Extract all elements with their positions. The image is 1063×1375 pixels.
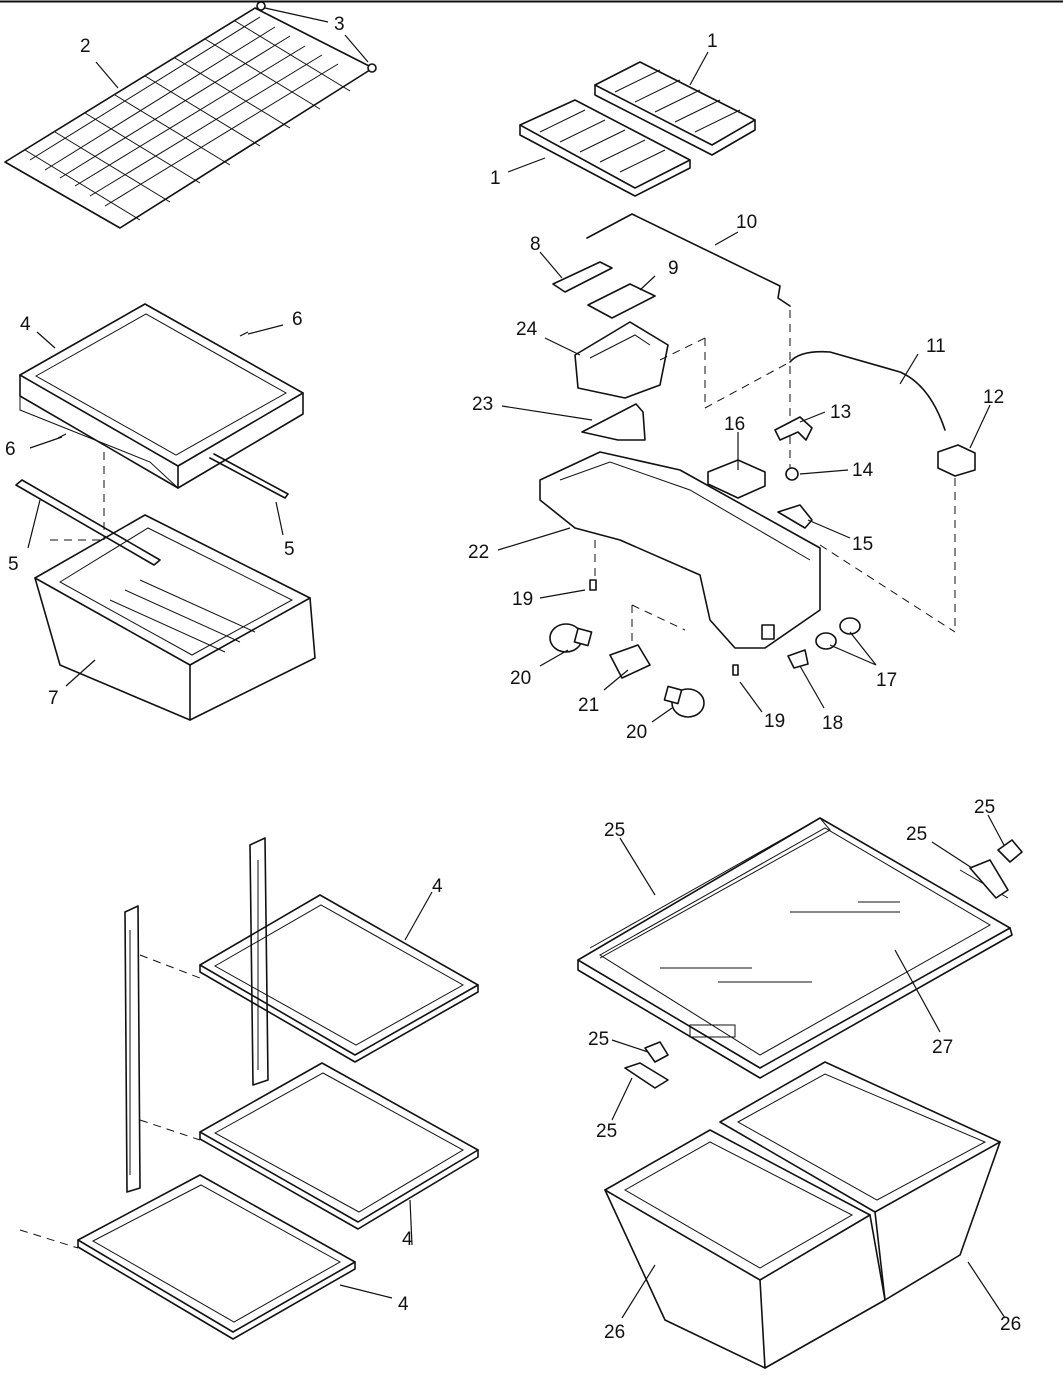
crisper-cover	[577, 817, 1013, 1079]
callout-10: 10	[736, 212, 757, 233]
callout-18: 18	[822, 713, 843, 734]
callout-13: 13	[830, 402, 851, 423]
shelf-standard	[19, 837, 269, 1249]
ice-tray	[519, 61, 756, 197]
callout-5: 5	[8, 554, 19, 575]
lamp-socket	[609, 604, 686, 679]
callout-labels: 1 1 2 3 4 4 4 4 5 5 6 6 7 8 9 10 11 12 1…	[5, 14, 1021, 1343]
callout-12: 12	[983, 387, 1004, 408]
bracket	[552, 261, 613, 293]
shelf-stud	[256, 1, 377, 73]
screw	[589, 579, 739, 676]
connector	[785, 467, 799, 481]
cover-support	[624, 839, 1023, 1089]
callout-1: 1	[707, 31, 718, 52]
socket	[815, 617, 861, 650]
glass-shelf-lower	[77, 894, 479, 1340]
light-bulb	[549, 623, 705, 718]
wire-shelf	[4, 7, 374, 229]
light-housing	[539, 451, 821, 649]
leader-lines	[27, 7, 1006, 1319]
crisper-drawer-upper	[34, 514, 316, 721]
callout-26: 26	[1000, 1314, 1021, 1335]
callout-19: 19	[764, 711, 785, 732]
callout-4: 4	[432, 876, 443, 897]
glass-shelf-upper	[19, 303, 304, 489]
callout-4: 4	[20, 314, 31, 335]
callout-16: 16	[724, 414, 745, 435]
callout-25: 25	[588, 1029, 609, 1050]
callout-17: 17	[876, 670, 897, 691]
callout-23: 23	[472, 394, 493, 415]
callout-21: 21	[578, 695, 599, 716]
clip	[774, 416, 813, 441]
callout-24: 24	[516, 319, 538, 340]
callout-22: 22	[468, 542, 489, 563]
shelf-slide-rail	[15, 452, 289, 566]
housing	[574, 321, 706, 408]
callout-25: 25	[906, 824, 927, 845]
callout-15: 15	[852, 534, 873, 555]
callout-7: 7	[48, 688, 59, 709]
callout-8: 8	[530, 234, 541, 255]
callout-4: 4	[402, 1229, 413, 1250]
callout-6: 6	[292, 309, 303, 330]
crisper-drawer-lower	[604, 1061, 1001, 1369]
switch	[777, 504, 813, 529]
callout-25: 25	[596, 1121, 617, 1142]
callout-25: 25	[974, 797, 995, 818]
callout-11: 11	[926, 336, 946, 357]
callout-9: 9	[668, 258, 679, 279]
callout-1: 1	[490, 168, 501, 189]
callout-25: 25	[604, 820, 625, 841]
callout-5: 5	[284, 539, 295, 560]
callout-20: 20	[626, 722, 647, 743]
lamp-clip	[787, 649, 809, 669]
callout-14: 14	[852, 460, 874, 481]
wire-harness	[704, 350, 946, 431]
callout-3: 3	[334, 14, 345, 35]
control-board	[707, 459, 766, 499]
callout-20: 20	[510, 668, 531, 689]
thermostat	[819, 444, 976, 633]
callout-2: 2	[80, 36, 91, 57]
cover-plate	[587, 283, 656, 319]
callout-19: 19	[512, 589, 533, 610]
callout-27: 27	[932, 1037, 953, 1058]
divider-plate	[586, 213, 791, 470]
callout-26: 26	[604, 1322, 625, 1343]
callout-6: 6	[5, 439, 16, 460]
deflector	[581, 403, 646, 441]
callout-4: 4	[398, 1294, 409, 1315]
